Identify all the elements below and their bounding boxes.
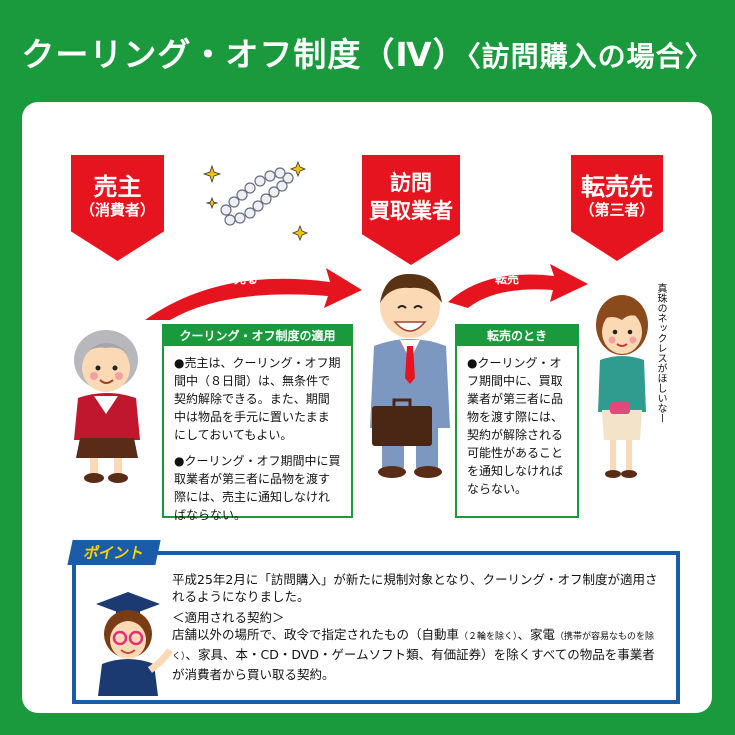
point-line-3a: 店舗以外の場所で、政令で指定されたもの（自動車 (172, 627, 460, 642)
buyer-person-illustration (370, 273, 450, 478)
point-tag-label: ポイント (81, 544, 146, 562)
teacher-illustration (96, 592, 173, 696)
point-line-2: ＜適用される契約＞ (172, 610, 285, 625)
resale-box-header: 転売のとき (457, 326, 577, 346)
seller-sub: （消費者） (79, 201, 155, 219)
buyer-title-line2: 買取業者 (369, 199, 453, 223)
seller-person-illustration (74, 330, 140, 483)
title-sub: 〈訪問購入の場合〉 (466, 40, 714, 73)
point-text: 平成25年2月に「訪問購入」が新たに規制対象となり、クーリング・オフ制度が適用さ… (172, 571, 662, 687)
arrow-resale (448, 264, 588, 308)
resale-box: 転売のとき ●クーリング・オフ期間中に、買取業者が第三者に品物を渡す際には、契約… (455, 324, 579, 518)
cooling-off-box-header: クーリング・オフ制度の適用 (164, 326, 351, 346)
resale-speech-bubble: 真珠のネックレスがほしいなー (655, 283, 666, 423)
page-title: クーリング・オフ制度（Ⅳ）〈訪問購入の場合〉 (0, 28, 735, 76)
resale-item-1: ●クーリング・オフ期間中に、買取業者が第三者に品物を渡す際には、契約が解除される… (467, 356, 564, 496)
point-line-3c: 、家具、本・CD・DVD・ゲームソフト類、有価証券）を除くすべての物品を事業者が… (172, 647, 655, 682)
point-line-3: 店舗以外の場所で、政令で指定されたもの（自動車（２輪を除く）、家電（携帯が容易な… (172, 626, 662, 683)
seller-title: 売主 (93, 173, 142, 201)
resale-person-illustration (596, 295, 648, 478)
point-line-3b: 、家電 (517, 627, 556, 642)
cooling-off-item-2: ●クーリング・オフ期間中に買取業者が第三者に品物を渡す際には、売主に通知しなけれ… (174, 454, 341, 522)
buyer-title-line1: 訪問 (390, 171, 432, 195)
arrow-sell (145, 268, 362, 320)
point-note-2: （携帯が容易なものを除く） (172, 632, 655, 662)
necklace-illustration (202, 160, 309, 242)
resale-sub: （第三者） (579, 201, 655, 219)
arrow-resale-label: 転売 (495, 272, 520, 286)
resale-title: 転売先 (581, 173, 653, 201)
point-note-1: （２輪を除く） (459, 632, 518, 642)
cooling-off-box: クーリング・オフ制度の適用 ●売主は、クーリング・オフ期間中（８日間）は、無条件… (162, 324, 353, 522)
arrow-sell-label: 売る (234, 272, 259, 286)
cooling-off-item-1: ●売主は、クーリング・オフ期間中（８日間）は、無条件で契約解除できる。また、期間… (174, 356, 341, 442)
point-tag: ポイント (67, 540, 161, 565)
point-box (72, 551, 680, 704)
point-line-1: 平成25年2月に「訪問購入」が新たに規制対象となり、クーリング・オフ制度が適用さ… (172, 572, 658, 604)
title-main: クーリング・オフ制度（Ⅳ） (21, 35, 467, 74)
